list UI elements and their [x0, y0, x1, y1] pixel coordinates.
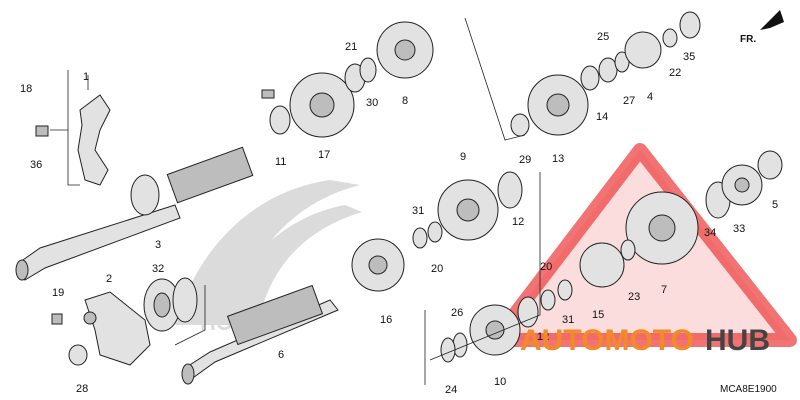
- watermark-text-dark: HUB: [705, 324, 770, 357]
- gear-group-lower: [440, 279, 573, 363]
- part-1-bracket: [35, 70, 111, 186]
- callout-27: 27: [623, 95, 635, 107]
- callout-25: 25: [597, 31, 609, 43]
- gear-group-lower-right: [579, 150, 783, 288]
- callout-13: 13: [552, 153, 564, 165]
- callout-10: 10: [494, 376, 506, 388]
- callout-21: 21: [345, 41, 357, 53]
- callout-9: 9: [460, 151, 466, 163]
- callout-14: 14: [596, 111, 608, 123]
- front-direction-indicator: FR.: [740, 10, 784, 45]
- callout-20: 20: [431, 263, 443, 275]
- callout-2: 2: [106, 273, 112, 285]
- bearing-32: [143, 277, 198, 332]
- watermark-text-accent: AUTOMOTO: [520, 324, 694, 357]
- callout-34: 34: [704, 227, 716, 239]
- callout-20: 20: [540, 261, 552, 273]
- callout-26: 26: [451, 307, 463, 319]
- callout-3: 3: [155, 239, 161, 251]
- callout-12: 12: [512, 216, 524, 228]
- callout-4: 4: [647, 91, 653, 103]
- arrow-icon: [760, 10, 784, 30]
- gear-group-upper-right: [510, 11, 701, 137]
- diagram-code: MCA8E1900: [720, 384, 777, 395]
- callout-11: 11: [275, 156, 286, 168]
- callout-29: 29: [519, 154, 531, 166]
- callout-31: 31: [562, 314, 574, 326]
- callout-36: 36: [30, 159, 42, 171]
- callout-18: 18: [20, 83, 32, 95]
- automotohub-watermark: AUTOMOTO HUB: [520, 324, 770, 357]
- callout-19: 19: [52, 287, 64, 299]
- callout-33: 33: [733, 223, 745, 235]
- callout-28: 28: [76, 383, 88, 395]
- callout-35: 35: [683, 51, 695, 63]
- callout-7: 7: [661, 284, 667, 296]
- callout-32: 32: [152, 263, 164, 275]
- callout-15: 15: [592, 309, 604, 321]
- part-2-plate: [51, 291, 151, 366]
- gear-group-middle: [351, 171, 523, 292]
- callout-8: 8: [402, 95, 408, 107]
- callout-17: 17: [318, 149, 330, 161]
- counter-shaft: [181, 284, 339, 385]
- callout-22: 22: [669, 67, 681, 79]
- callout-24: 24: [445, 384, 457, 396]
- callout-30: 30: [366, 97, 378, 109]
- callout-16: 16: [380, 314, 392, 326]
- callout-12: 12: [537, 331, 549, 343]
- gear-group-upper: [261, 21, 434, 138]
- callout-6: 6: [278, 349, 284, 361]
- main-shaft: [15, 146, 254, 281]
- callout-5: 5: [772, 199, 778, 211]
- leader-lines: [174, 17, 541, 385]
- callout-1: 1: [83, 71, 89, 83]
- callout-23: 23: [628, 291, 640, 303]
- callout-31: 31: [412, 205, 424, 217]
- direction-label: FR.: [740, 34, 756, 45]
